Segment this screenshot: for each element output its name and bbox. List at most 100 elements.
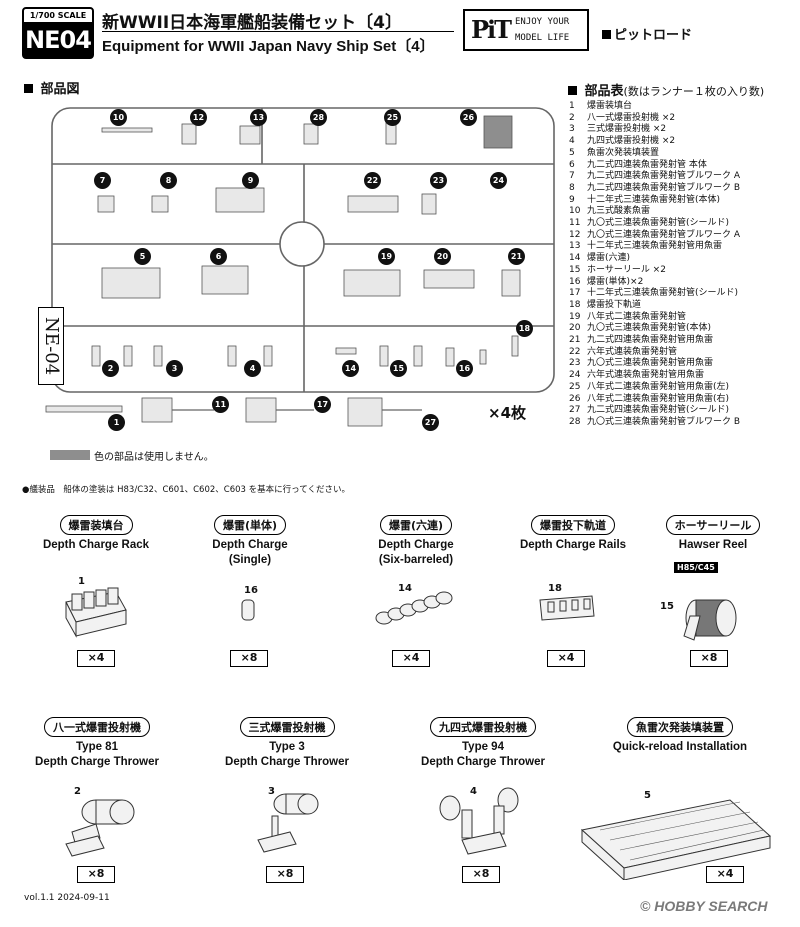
part-number: 28 bbox=[569, 416, 581, 427]
part-number: 17 bbox=[569, 288, 581, 299]
part-number: 23 bbox=[569, 358, 581, 369]
badge: 26 bbox=[460, 109, 477, 126]
part-name: 魚雷次発装填装置 bbox=[587, 147, 660, 158]
badge: 14 bbox=[342, 360, 359, 377]
part-name: ホーサーリール ×2 bbox=[587, 264, 666, 275]
part-number: 8 bbox=[569, 182, 575, 193]
equipment-quantity: ×8 bbox=[77, 866, 115, 883]
equipment-part-number: 16 bbox=[244, 585, 258, 596]
pit-logo: PiT ENJOY YOUR MODEL LIFE bbox=[463, 9, 589, 51]
parts-subtitle: (数はランナー１枚の入り数) bbox=[623, 85, 765, 98]
equipment-jp-label: ホーサーリール bbox=[665, 515, 761, 535]
equipment-part-number: 4 bbox=[470, 786, 477, 797]
equipment-quantity: ×8 bbox=[690, 650, 728, 667]
part-number: 22 bbox=[569, 346, 581, 357]
equipment-en-label: Depth Charge bbox=[378, 539, 454, 551]
badge: 9 bbox=[242, 172, 259, 189]
equipment-quantity: ×4 bbox=[392, 650, 430, 667]
badge: 4 bbox=[244, 360, 261, 377]
badge: 22 bbox=[364, 172, 381, 189]
sprue-diagram: NE-04 10 12 13 28 25 26 7 8 9 22 23 24 5… bbox=[14, 100, 559, 460]
equipment-en-label-2: Depth Charge Thrower bbox=[35, 756, 159, 768]
part-number: 10 bbox=[569, 206, 581, 217]
sprue-section-title: 部品図 bbox=[24, 78, 80, 97]
part-number: 9 bbox=[569, 194, 575, 205]
part-number: 24 bbox=[569, 370, 581, 381]
parts-list-row: 17 十二年式三連装魚雷発射管(シールド) bbox=[569, 288, 794, 300]
equipment-en-label: Type 3 bbox=[269, 741, 305, 753]
logo-tagline-2: MODEL LIFE bbox=[515, 33, 570, 43]
equipment-en-label: Depth Charge Rack bbox=[42, 539, 150, 551]
badge: 21 bbox=[508, 248, 525, 265]
title-japanese: 新WWII日本海軍艦船装備セット〔4〕 bbox=[102, 13, 402, 33]
badge: 3 bbox=[166, 360, 183, 377]
equipment-en-label: Quick-reload Installation bbox=[612, 741, 748, 753]
header: 1/700 SCALE NE04 新WWII日本海軍艦船装備セット〔4〕 Equ… bbox=[0, 0, 800, 62]
part-name: 八年式二連装魚雷発射管 bbox=[587, 311, 687, 322]
badge: 25 bbox=[384, 109, 401, 126]
equipment-jp-label: 八一式爆雷投射機 bbox=[44, 717, 150, 737]
part-number: 15 bbox=[569, 264, 581, 275]
part-name: 十二年式三連装魚雷発射管(シールド) bbox=[587, 288, 739, 299]
part-name: 九〇式三連装魚雷発射管ブルワーク A bbox=[587, 229, 741, 240]
parts-section-title: 部品表(数はランナー１枚の入り数) bbox=[568, 80, 765, 99]
part-name: 九〇式三連装魚雷発射管(本体) bbox=[587, 323, 712, 334]
badge: 17 bbox=[314, 396, 331, 413]
part-name: 爆雷投下軌道 bbox=[587, 299, 642, 310]
part-number: 2 bbox=[569, 112, 575, 123]
equipment-part-number: 3 bbox=[268, 786, 275, 797]
equipment-en-label-2: Depth Charge Thrower bbox=[421, 756, 545, 768]
part-name: 九二式四連装魚雷発射管用魚雷 bbox=[587, 335, 714, 346]
part-name: 八年式二連装魚雷発射管用魚雷(左) bbox=[587, 381, 730, 392]
equipment-jp-label: 爆雷装填台 bbox=[59, 515, 133, 535]
equipment-jp-label: 九四式爆雷投射機 bbox=[430, 717, 536, 737]
badge: 16 bbox=[456, 360, 473, 377]
equipment-en-label-2: Depth Charge Thrower bbox=[225, 756, 349, 768]
badge: 6 bbox=[210, 248, 227, 265]
part-name: 六年式連装魚雷発射管用魚雷 bbox=[587, 370, 705, 381]
sprue-multiplier: ×4枚 bbox=[488, 404, 527, 422]
part-number: 18 bbox=[569, 299, 581, 310]
part-number: 5 bbox=[569, 147, 575, 158]
part-name: 八年式二連装魚雷発射管用魚雷(右) bbox=[587, 393, 730, 404]
equipment-quantity: ×8 bbox=[266, 866, 304, 883]
badge: 23 bbox=[430, 172, 447, 189]
badge: 8 bbox=[160, 172, 177, 189]
equipment-part-number: 18 bbox=[548, 583, 562, 594]
part-name: 九二式四連装魚雷発射管ブルワーク B bbox=[587, 182, 741, 193]
equipment-part-number: 2 bbox=[74, 786, 81, 797]
equipment-quantity: ×8 bbox=[230, 650, 268, 667]
badge: 15 bbox=[390, 360, 407, 377]
equipment-quantity: ×4 bbox=[706, 866, 744, 883]
parts-list-row: 8 九二式四連装魚雷発射管ブルワーク B bbox=[569, 183, 794, 195]
scale-label: 1/700 SCALE bbox=[24, 9, 92, 22]
equipment-type3-thrower: 三式爆雷投射機 Type 3 Depth Charge Thrower bbox=[212, 716, 362, 770]
equipment-hawser-reel: ホーサーリール Hawser Reel bbox=[650, 514, 776, 553]
equipment-depth-charge-rack: 爆雷装填台 Depth Charge Rack bbox=[22, 514, 170, 553]
badge: 1 bbox=[108, 414, 125, 431]
part-number: 3 bbox=[569, 124, 575, 135]
equipment-depth-charge-single: 爆雷(単体) Depth Charge (Single) bbox=[190, 514, 310, 568]
badge: 18 bbox=[516, 320, 533, 337]
equipment-row1-drawings bbox=[65, 587, 737, 641]
equipment-en-label: Hawser Reel bbox=[678, 539, 748, 551]
parts-list-row: 12 九〇式三連装魚雷発射管ブルワーク A bbox=[569, 230, 794, 242]
badge: 13 bbox=[250, 109, 267, 126]
sprue-gate bbox=[279, 221, 325, 267]
parts-list-row: 18 爆雷投下軌道 bbox=[569, 300, 794, 312]
part-number: 12 bbox=[569, 229, 581, 240]
equipment-type94-thrower: 九四式爆雷投射機 Type 94 Depth Charge Thrower bbox=[408, 716, 558, 770]
title-divider bbox=[102, 31, 454, 32]
parts-list-row: 15 ホーサーリール ×2 bbox=[569, 265, 794, 277]
